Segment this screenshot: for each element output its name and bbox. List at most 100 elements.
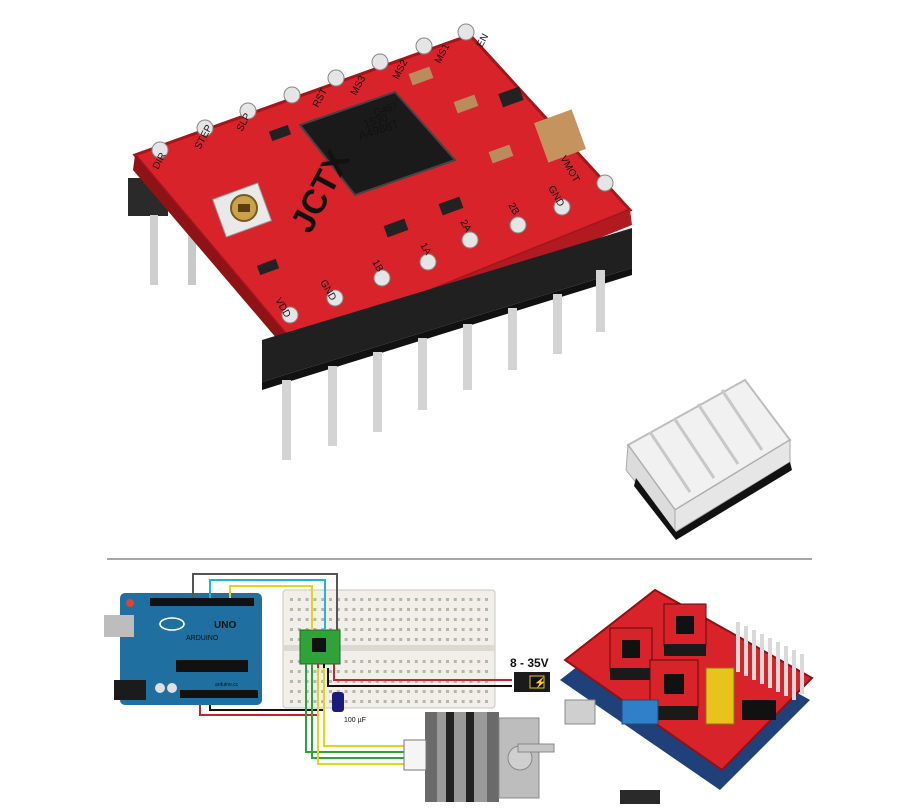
breadboard-hole [383, 680, 387, 683]
breadboard-hole [414, 638, 418, 641]
breadboard-hole [360, 628, 364, 631]
breadboard-hole [321, 598, 325, 601]
solder-pads-top [151, 23, 475, 159]
arduino-brand: UNO [214, 620, 236, 631]
breadboard-hole [305, 670, 309, 673]
wires [192, 573, 512, 765]
breadboard-hole [469, 638, 473, 641]
breadboard-hole [313, 618, 317, 621]
breadboard-hole [446, 700, 449, 703]
breadboard-hole [469, 608, 473, 611]
breadboard-hole [438, 700, 442, 703]
breadboard-hole [477, 618, 481, 621]
pin-label: 1B [369, 258, 385, 274]
breadboard-hole [344, 690, 348, 693]
breadboard-hole [383, 638, 387, 641]
breadboard-hole [383, 670, 387, 673]
breadboard-hole [407, 680, 410, 683]
breadboard-hole [399, 618, 403, 621]
breadboard-hole [438, 638, 442, 641]
breadboard-hole [469, 618, 473, 621]
breadboard-hole [477, 690, 481, 693]
breadboard-hole [352, 690, 356, 693]
breadboard-hole [414, 628, 418, 631]
usb-port [564, 699, 596, 725]
yellow-connector [705, 667, 735, 725]
breadboard-hole [313, 670, 317, 673]
reset-button[interactable] [126, 599, 134, 607]
breadboard-hole [391, 628, 395, 631]
breadboard-hole [375, 660, 379, 663]
breadboard-hole [430, 618, 434, 621]
breadboard-hole [453, 598, 457, 601]
breadboard-hole [399, 628, 403, 631]
microcontroller [176, 660, 248, 672]
breadboard-hole [485, 598, 488, 601]
breadboard-hole [368, 660, 371, 663]
breadboard-hole [407, 628, 410, 631]
breadboard-hole [414, 680, 418, 683]
breadboard-hole [399, 680, 403, 683]
breadboard-hole [446, 598, 449, 601]
breadboard-hole [368, 700, 371, 703]
breadboard-hole [485, 680, 488, 683]
heatsink-photo [625, 378, 792, 540]
breadboard-hole [305, 598, 309, 601]
breadboard-hole [383, 598, 387, 601]
breadboard-hole [469, 628, 473, 631]
breadboard-hole [407, 598, 410, 601]
breadboard-hole [321, 670, 325, 673]
breadboard-hole [485, 660, 488, 663]
breadboard-hole [375, 598, 379, 601]
breadboard-hole [461, 680, 465, 683]
breadboard-hole [477, 700, 481, 703]
breadboard-hole [352, 670, 356, 673]
breadboard-hole [321, 608, 325, 611]
breadboard-hole [453, 628, 457, 631]
breadboard-hole [352, 628, 356, 631]
breadboard-hole [453, 670, 457, 673]
breadboard-hole [336, 670, 340, 673]
breadboard-hole [422, 680, 426, 683]
arduino-uno-board: UNO ARDUINO arduino.cc [104, 593, 262, 705]
breadboard-hole [391, 638, 395, 641]
breadboard-hole [446, 690, 449, 693]
breadboard-hole [336, 598, 340, 601]
breadboard-hole [344, 598, 348, 601]
breadboard-hole [430, 638, 434, 641]
breadboard-hole [321, 690, 325, 693]
breadboard-hole [344, 680, 348, 683]
arduino-sub: ARDUINO [186, 635, 219, 642]
breadboard-hole [375, 638, 379, 641]
breadboard-hole [430, 680, 434, 683]
breadboard-hole [360, 670, 364, 673]
breadboard-hole [344, 700, 348, 703]
breadboard-hole [453, 680, 457, 683]
breadboard-hole [297, 628, 301, 631]
breadboard-hole [360, 638, 364, 641]
breadboard-hole [438, 690, 442, 693]
breadboard-hole [407, 670, 410, 673]
breadboard-hole [391, 618, 395, 621]
breadboard-hole [290, 660, 293, 663]
breadboard-hole [391, 608, 395, 611]
breadboard-hole [469, 660, 473, 663]
breadboard-hole [305, 618, 309, 621]
breadboard-hole [430, 598, 434, 601]
arduino-site: arduino.cc [215, 682, 239, 688]
breadboard-hole [477, 638, 481, 641]
breadboard-hole [461, 690, 465, 693]
power-voltage-label: 8 - 35V [510, 656, 549, 670]
breadboard-hole [290, 670, 293, 673]
breadboard-hole [329, 608, 332, 611]
breadboard-hole [430, 608, 434, 611]
breadboard-hole [438, 670, 442, 673]
breadboard-hole [414, 660, 418, 663]
breadboard-hole [336, 618, 340, 621]
breadboard-hole [461, 598, 465, 601]
breadboard-hole [422, 660, 426, 663]
breadboard-hole [368, 690, 371, 693]
breadboard-hole [446, 660, 449, 663]
breadboard-hole [321, 618, 325, 621]
